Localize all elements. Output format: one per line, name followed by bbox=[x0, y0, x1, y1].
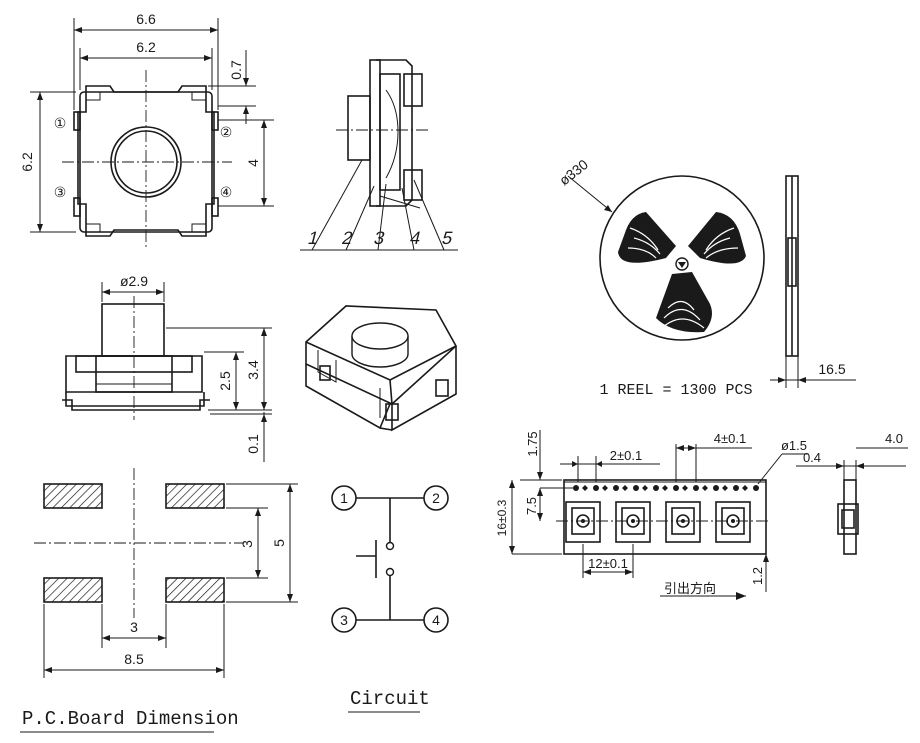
dim-dia-2-9: ø2.9 bbox=[120, 273, 148, 289]
circuit-node-4: 4 bbox=[432, 612, 440, 628]
pin-label-2: ② bbox=[220, 124, 233, 140]
dim-2-5: 2.5 bbox=[217, 371, 233, 391]
part-label-3: 3 bbox=[372, 227, 387, 248]
pin-label-4: ④ bbox=[220, 184, 233, 200]
part-label-2: 2 bbox=[340, 227, 355, 248]
tape-pockets bbox=[565, 501, 751, 543]
tape-dim-4-0: 4.0 bbox=[885, 431, 903, 446]
top-view: 6.6 6.2 6.2 0.7 4 ① ② ③ ④ bbox=[19, 11, 274, 250]
pcb-dim-3-horizontal: 3 bbox=[130, 619, 138, 635]
reel-spokes bbox=[618, 212, 746, 333]
dim-0-7: 0.7 bbox=[228, 60, 244, 80]
pcb-dim-3-vertical: 3 bbox=[239, 540, 255, 548]
dim-0-1: 0.1 bbox=[245, 434, 261, 454]
sprocket-holes bbox=[573, 485, 759, 491]
circuit-node-1: 1 bbox=[340, 490, 348, 506]
tape-dim-16: 16±0.3 bbox=[495, 499, 509, 536]
part-label-5: 5 bbox=[440, 227, 455, 248]
dim-6-6: 6.6 bbox=[136, 11, 156, 27]
reel-diameter: ø330 bbox=[556, 156, 591, 188]
pad-top-left bbox=[43, 483, 103, 509]
reel-caption: 1 REEL = 1300 PCS bbox=[599, 382, 752, 399]
tape-dim-2: 2±0.1 bbox=[610, 448, 642, 463]
carrier-tape: 1.75 7.5 16±0.3 2±0.1 4±0.1 ø1.5 12±0.1 … bbox=[495, 430, 908, 600]
tape-dim-7-5: 7.5 bbox=[524, 497, 539, 515]
pcb-footprint: 3 5 3 8.5 P.C.Board Dimension bbox=[20, 468, 298, 733]
tape-dim-1-75: 1.75 bbox=[525, 431, 540, 456]
tape-dim-1-2: 1.2 bbox=[750, 567, 765, 585]
dim-4: 4 bbox=[245, 159, 261, 167]
reel-width: 16.5 bbox=[818, 361, 845, 377]
tape-dim-12: 12±0.1 bbox=[588, 556, 628, 571]
dim-3-4: 3.4 bbox=[245, 360, 261, 380]
feed-direction-label: 引出方向 bbox=[664, 581, 716, 596]
isometric-view bbox=[305, 305, 458, 432]
pin-label-1: ① bbox=[54, 115, 67, 131]
pcb-dim-8-5: 8.5 bbox=[124, 651, 144, 667]
pad-top-right bbox=[165, 483, 225, 509]
dim-6-2-top: 6.2 bbox=[136, 39, 156, 55]
pad-bottom-left bbox=[43, 577, 103, 603]
pcb-title: P.C.Board Dimension bbox=[22, 708, 239, 730]
pcb-dim-5: 5 bbox=[271, 539, 287, 547]
pad-bottom-right bbox=[165, 577, 225, 603]
dim-6-2-side: 6.2 bbox=[19, 152, 35, 172]
reel-drawing: ø330 16.5 1 REEL = 1300 PCS bbox=[556, 156, 856, 399]
tape-dim-0-4: 0.4 bbox=[803, 450, 821, 465]
circuit-node-3: 3 bbox=[340, 612, 348, 628]
front-view: ø2.9 3.4 2.5 0.1 bbox=[62, 273, 272, 462]
circuit-title: Circuit bbox=[350, 688, 430, 710]
tape-dim-4: 4±0.1 bbox=[714, 431, 746, 446]
side-view: 1 2 3 4 5 bbox=[300, 59, 458, 251]
circuit-diagram: 1 2 3 4 Circuit bbox=[331, 485, 449, 713]
pin-label-3: ③ bbox=[54, 184, 67, 200]
circuit-node-2: 2 bbox=[432, 490, 440, 506]
tape-dim-hole-dia: ø1.5 bbox=[781, 438, 807, 453]
